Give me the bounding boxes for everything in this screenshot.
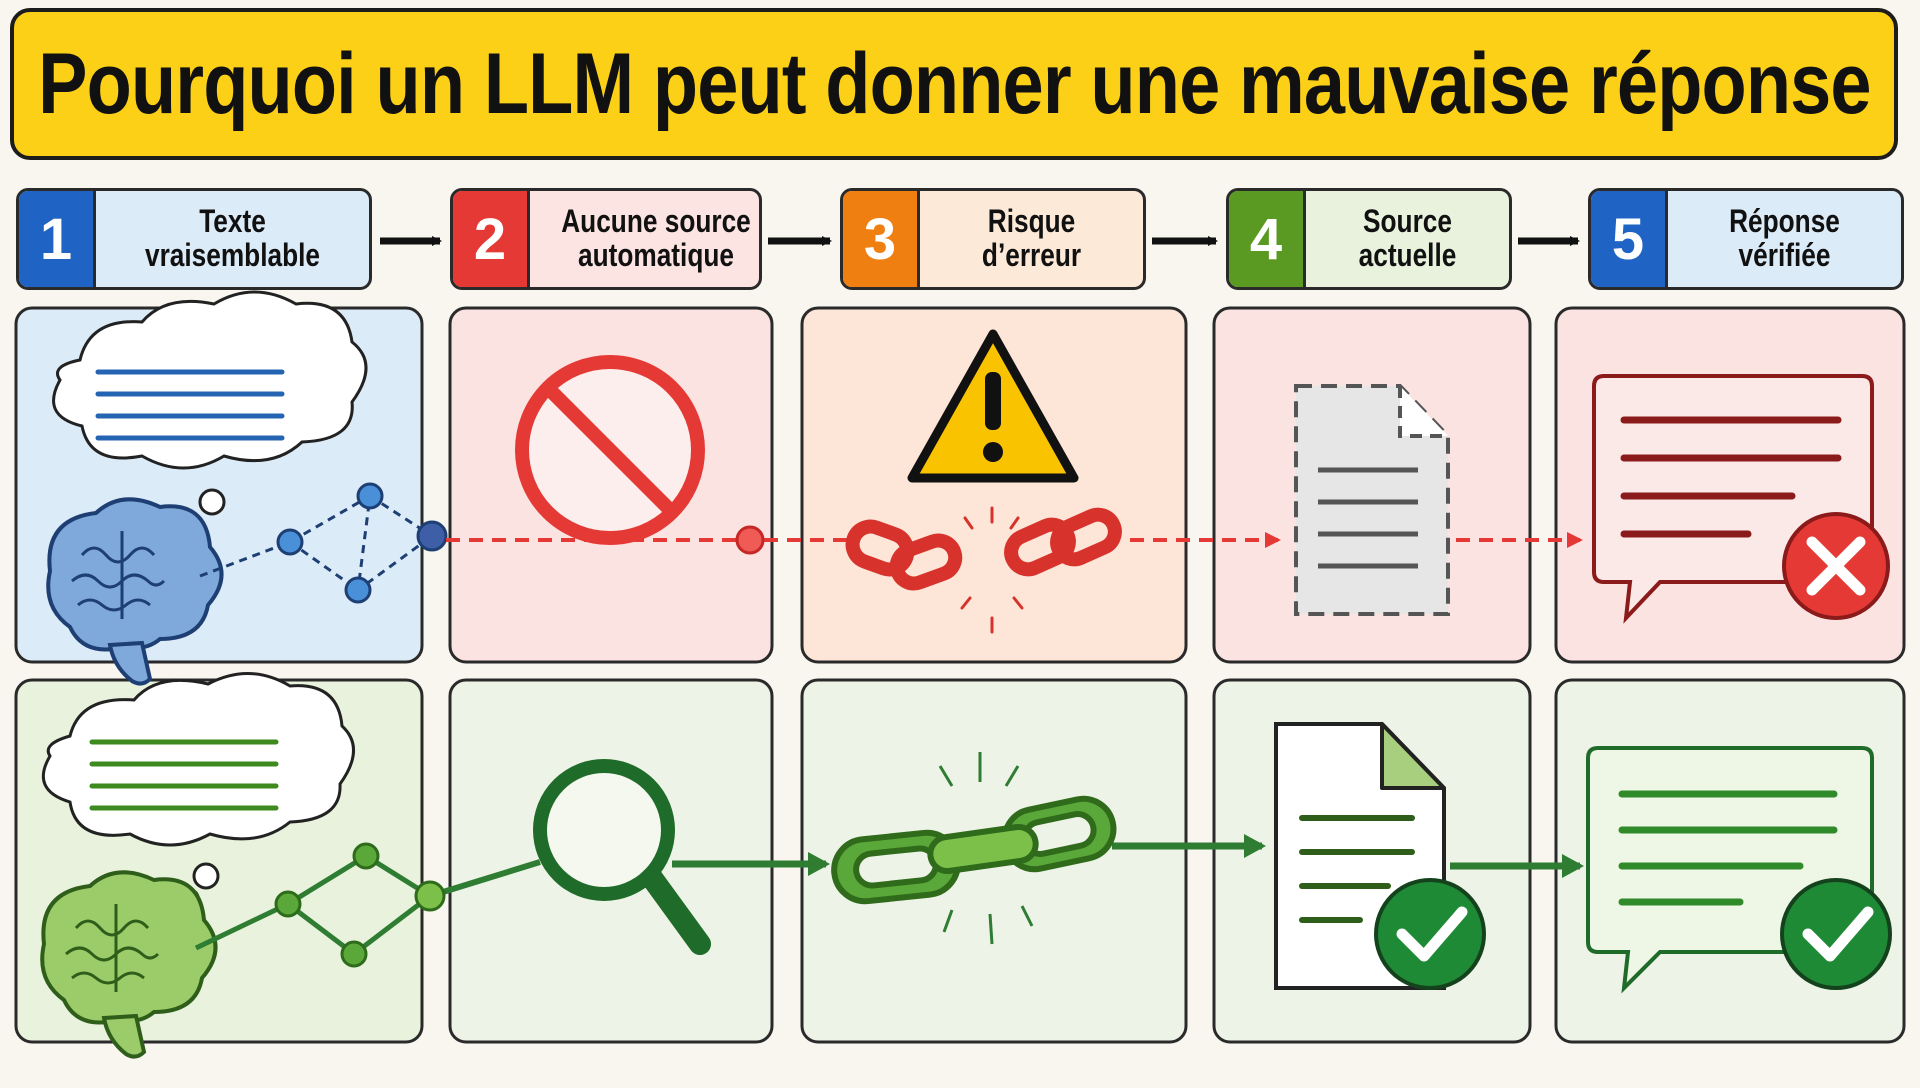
brain-icon — [40, 870, 218, 1059]
cross-icon — [1782, 512, 1890, 620]
step-3: 3 Risque d’erreur — [840, 188, 1146, 290]
page-title: Pourquoi un LLM peut donner une mauvaise… — [37, 35, 1871, 132]
step-label-3: Risque d’erreur — [981, 203, 1082, 273]
step-5: 5 Réponse vérifiée — [1588, 188, 1904, 290]
step-label-1: Texte vraisemblable — [144, 203, 321, 273]
step-number-2: 2 — [453, 191, 530, 287]
step-number-1: 1 — [19, 191, 96, 287]
success-path — [672, 834, 1584, 878]
brain-icon — [46, 497, 224, 686]
step-1: 1 Texte vraisemblable — [16, 188, 372, 290]
magnifier-icon — [533, 759, 711, 955]
step-4: 4 Source actuelle — [1226, 188, 1512, 290]
step-number-5: 5 — [1591, 191, 1668, 287]
chain-icon — [831, 752, 1117, 945]
check-icon — [1374, 878, 1486, 990]
check-icon — [1780, 878, 1892, 990]
warning-icon — [907, 329, 1079, 483]
broken-chain-icon — [845, 506, 1122, 634]
step-label-4: Source actuelle — [1358, 203, 1457, 273]
missing-document-icon — [1294, 384, 1450, 616]
prohibited-icon — [515, 355, 705, 545]
step-number-3: 3 — [843, 191, 920, 287]
step-2: 2 Aucune source automatique — [450, 188, 762, 290]
network-nodes-green — [194, 842, 541, 968]
title-banner: Pourquoi un LLM peut donner une mauvaise… — [10, 8, 1898, 160]
panel-r1-2 — [448, 306, 774, 664]
network-nodes-blue — [199, 482, 448, 604]
step-label-5: Réponse vérifiée — [1729, 203, 1840, 273]
step-number-4: 4 — [1229, 191, 1306, 287]
thought-bubble-icon — [41, 672, 355, 908]
error-node — [735, 525, 765, 555]
step-label-2: Aucune source automatique — [561, 203, 751, 273]
thought-bubble-icon — [52, 290, 368, 536]
